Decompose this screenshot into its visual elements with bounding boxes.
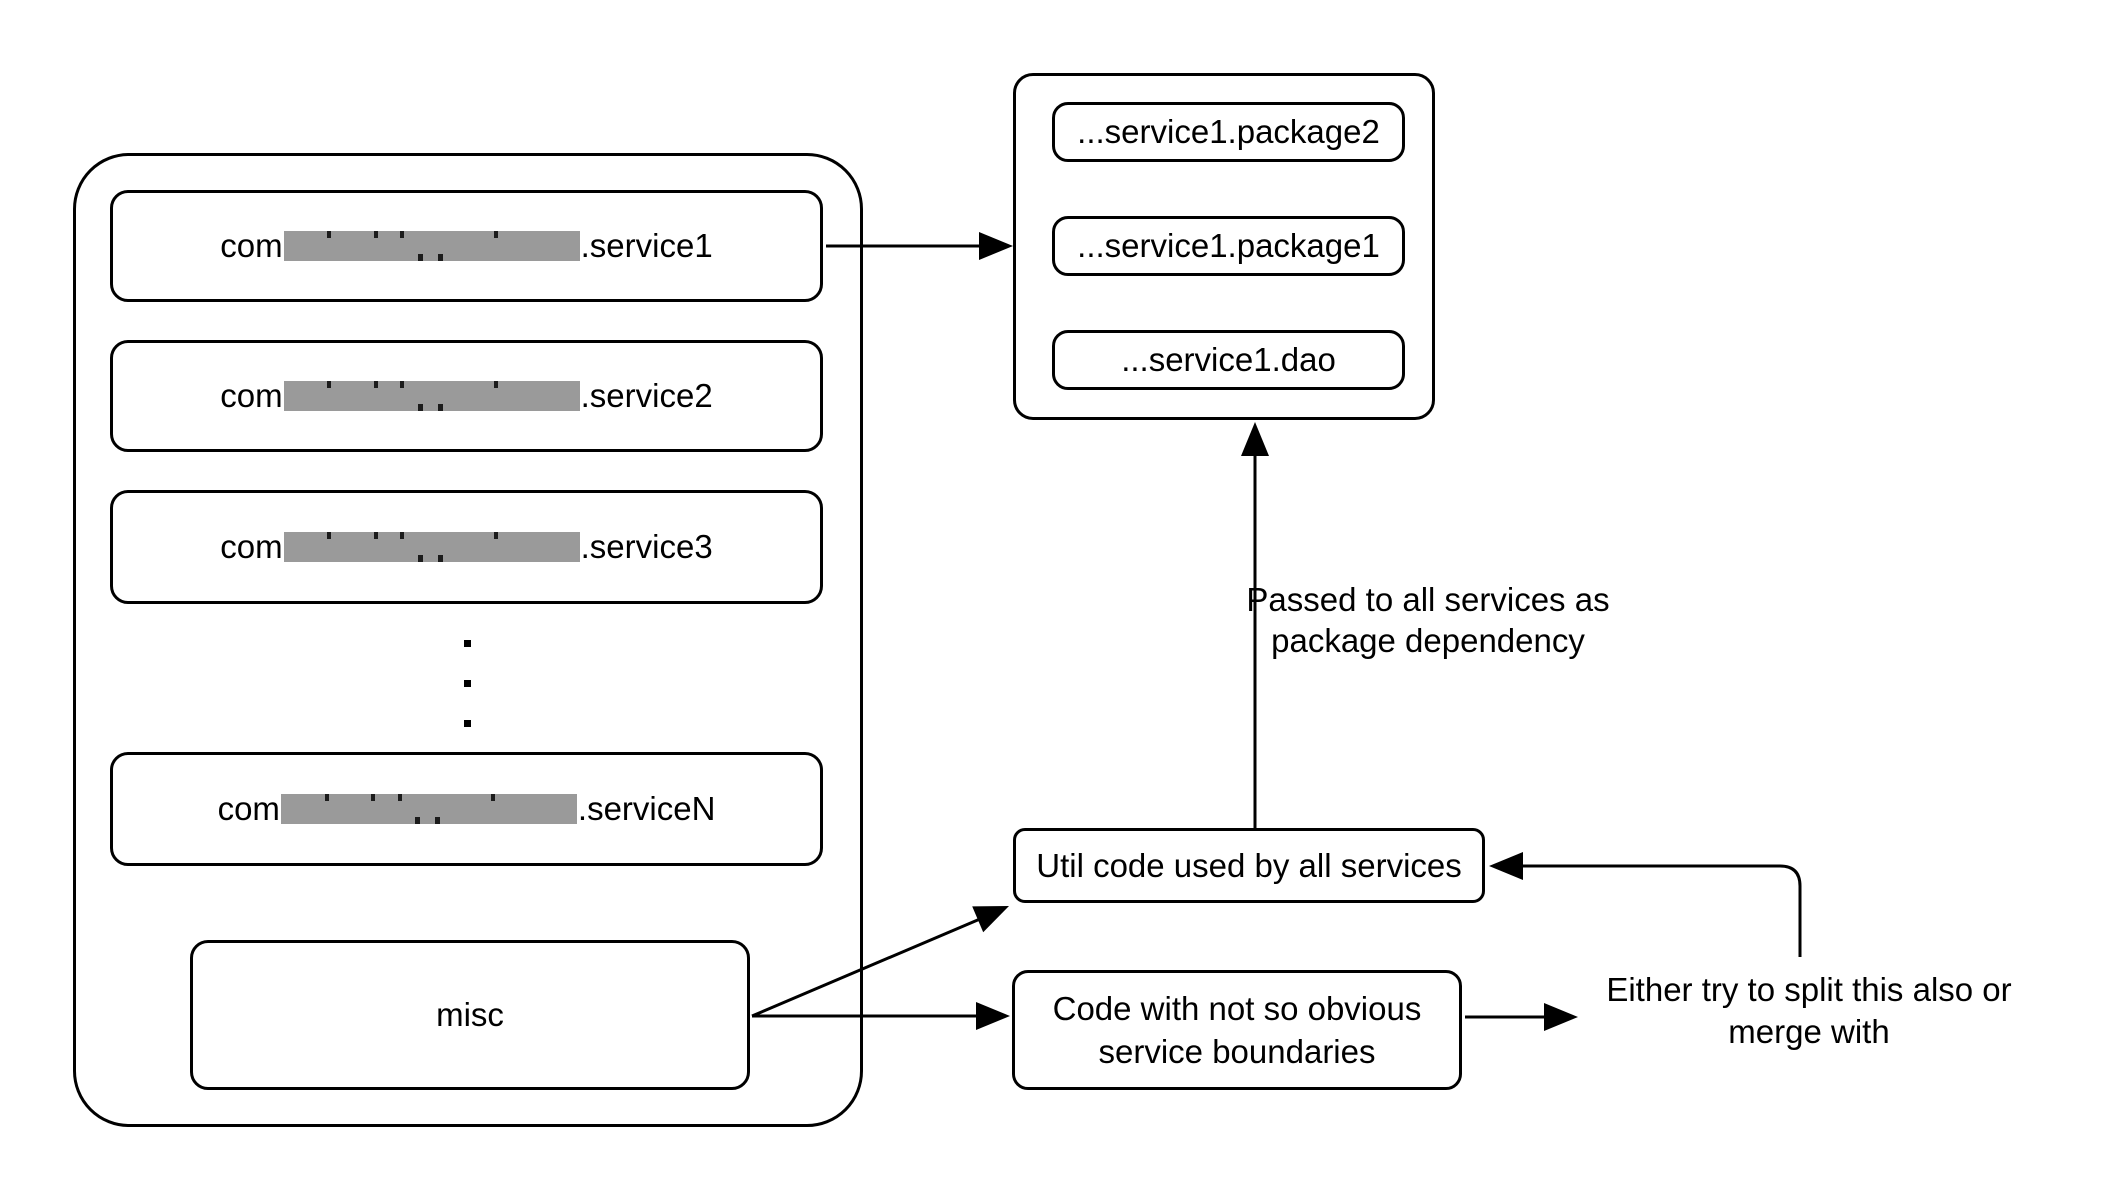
- arrow-either-to-util: [1489, 852, 1802, 957]
- arrow-code-to-either: [1465, 1003, 1578, 1031]
- service-n-label: com.serviceN: [217, 790, 716, 828]
- util-code-box: Util code used by all services: [1013, 828, 1485, 903]
- service-box-n: com.serviceN: [110, 752, 823, 866]
- misc-box: misc: [190, 940, 750, 1090]
- code-boundaries-box: Code with not so obvious service boundar…: [1012, 970, 1462, 1090]
- either-annotation: Either try to split this also or merge w…: [1589, 969, 2029, 1053]
- redaction-bar: [280, 794, 577, 825]
- redaction-bar: [283, 231, 580, 262]
- service-1-label: com.service1: [220, 227, 713, 265]
- code-boundaries-line2: service boundaries: [1098, 1033, 1376, 1070]
- passed-annotation: Passed to all services as package depend…: [1208, 579, 1648, 661]
- service-2-label: com.service2: [220, 377, 713, 415]
- service-box-3: com.service3: [110, 490, 823, 604]
- package-box-package2: ...service1.package2: [1052, 102, 1405, 162]
- misc-label: misc: [436, 996, 504, 1034]
- dao-label: ...service1.dao: [1121, 341, 1336, 379]
- package-box-package1: ...service1.package1: [1052, 216, 1405, 276]
- either-annotation-line2: merge with: [1728, 1013, 1890, 1050]
- package-box-dao: ...service1.dao: [1052, 330, 1405, 390]
- service-3-label: com.service3: [220, 528, 713, 566]
- service-box-2: com.service2: [110, 340, 823, 452]
- ellipsis-dot: [464, 720, 471, 727]
- redaction-bar: [283, 532, 580, 563]
- passed-annotation-line1: Passed to all services as: [1246, 581, 1610, 618]
- ellipsis-dot: [464, 680, 471, 687]
- package1-label: ...service1.package1: [1077, 227, 1380, 265]
- service-box-1: com.service1: [110, 190, 823, 302]
- redaction-bar: [283, 381, 580, 412]
- code-boundaries-line1: Code with not so obvious: [1052, 990, 1422, 1027]
- ellipsis-dot: [464, 640, 471, 647]
- util-code-label: Util code used by all services: [1036, 846, 1462, 884]
- package2-label: ...service1.package2: [1077, 113, 1380, 151]
- either-annotation-line1: Either try to split this also or: [1606, 971, 2012, 1008]
- passed-annotation-line2: package dependency: [1271, 622, 1585, 659]
